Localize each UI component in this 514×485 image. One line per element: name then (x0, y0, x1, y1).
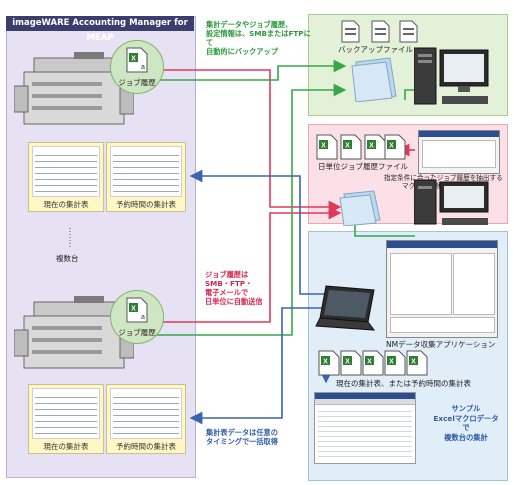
green-line-pc2 (354, 222, 415, 237)
backup-file-icons (340, 20, 420, 44)
red-line-top (150, 69, 342, 214)
svg-text:X: X (345, 143, 350, 150)
green-line-top (150, 59, 347, 81)
folder-icon (350, 56, 400, 103)
panel-title: imageWARE Accounting Manager for MEAP (6, 16, 194, 43)
batch-note: 集計表データは任意のタイミングで一括取得 (206, 428, 278, 446)
svg-text:X: X (367, 359, 372, 366)
green-line-bottom (150, 83, 347, 336)
green-line-pc (404, 89, 415, 100)
desktop-pc-icon (413, 178, 494, 228)
copier-machine-top (13, 48, 135, 128)
backup-note: 集計データやジョブ履歴、設定情報は、SMBまたはFTPにて自動的にバックアップ (206, 20, 311, 56)
svg-text:X: X (345, 359, 350, 366)
table-caption: 現在の集計表 (43, 442, 89, 451)
nm-app-window (386, 240, 498, 338)
scheduled-table-top: 予約時間の集計表 (106, 142, 186, 212)
multiple-devices-label: 複数台 (56, 254, 79, 263)
scheduled-table-bottom: 予約時間の集計表 (106, 384, 186, 454)
table-caption: 予約時間の集計表 (116, 200, 176, 209)
svg-text:X: X (369, 143, 374, 150)
backup-file-label: バックアップファイル (338, 45, 413, 54)
svg-text:a: a (141, 314, 145, 321)
blue-line-top (189, 169, 330, 295)
summary-file-icons: X X X X X (318, 350, 428, 376)
table-caption: 現在の集計表 (43, 200, 89, 209)
daily-file-label: 日単位ジョブ履歴ファイル (318, 162, 408, 171)
current-table-bottom: 現在の集計表 (28, 384, 104, 454)
red-line-bottom (150, 206, 342, 323)
job-history-label: ジョブ履歴 (118, 328, 156, 337)
job-history-label: ジョブ履歴 (118, 78, 156, 87)
tables-label: 現在の集計表、または予約時間の集計表 (336, 379, 471, 388)
svg-text:X: X (389, 359, 394, 366)
svg-text:X: X (389, 143, 394, 150)
excel-file-icon: X a (126, 47, 148, 73)
app-label: NMデータ収集アプリケーション (386, 340, 496, 349)
excel-sheet-screenshot (314, 392, 416, 464)
laptop-icon (314, 284, 380, 334)
svg-text:X: X (131, 56, 136, 63)
table-caption: 予約時間の集計表 (116, 442, 176, 451)
folder-icon (338, 190, 382, 227)
current-table-top: 現在の集計表 (28, 142, 104, 212)
desktop-pc-icon (413, 46, 494, 110)
job-history-circle-bottom: X a ジョブ履歴 (110, 290, 164, 344)
svg-text:X: X (321, 143, 326, 150)
svg-text:a: a (141, 64, 145, 71)
blue-line-bottom (189, 307, 330, 425)
macro-window-screenshot (418, 130, 500, 174)
svg-text:X: X (131, 306, 136, 313)
excel-file-icon: X a (126, 297, 148, 323)
daily-file-icons: X X X X (316, 134, 406, 160)
svg-text:X: X (323, 359, 328, 366)
svg-text:X: X (411, 359, 416, 366)
job-history-circle-top: X a ジョブ履歴 (110, 40, 164, 94)
